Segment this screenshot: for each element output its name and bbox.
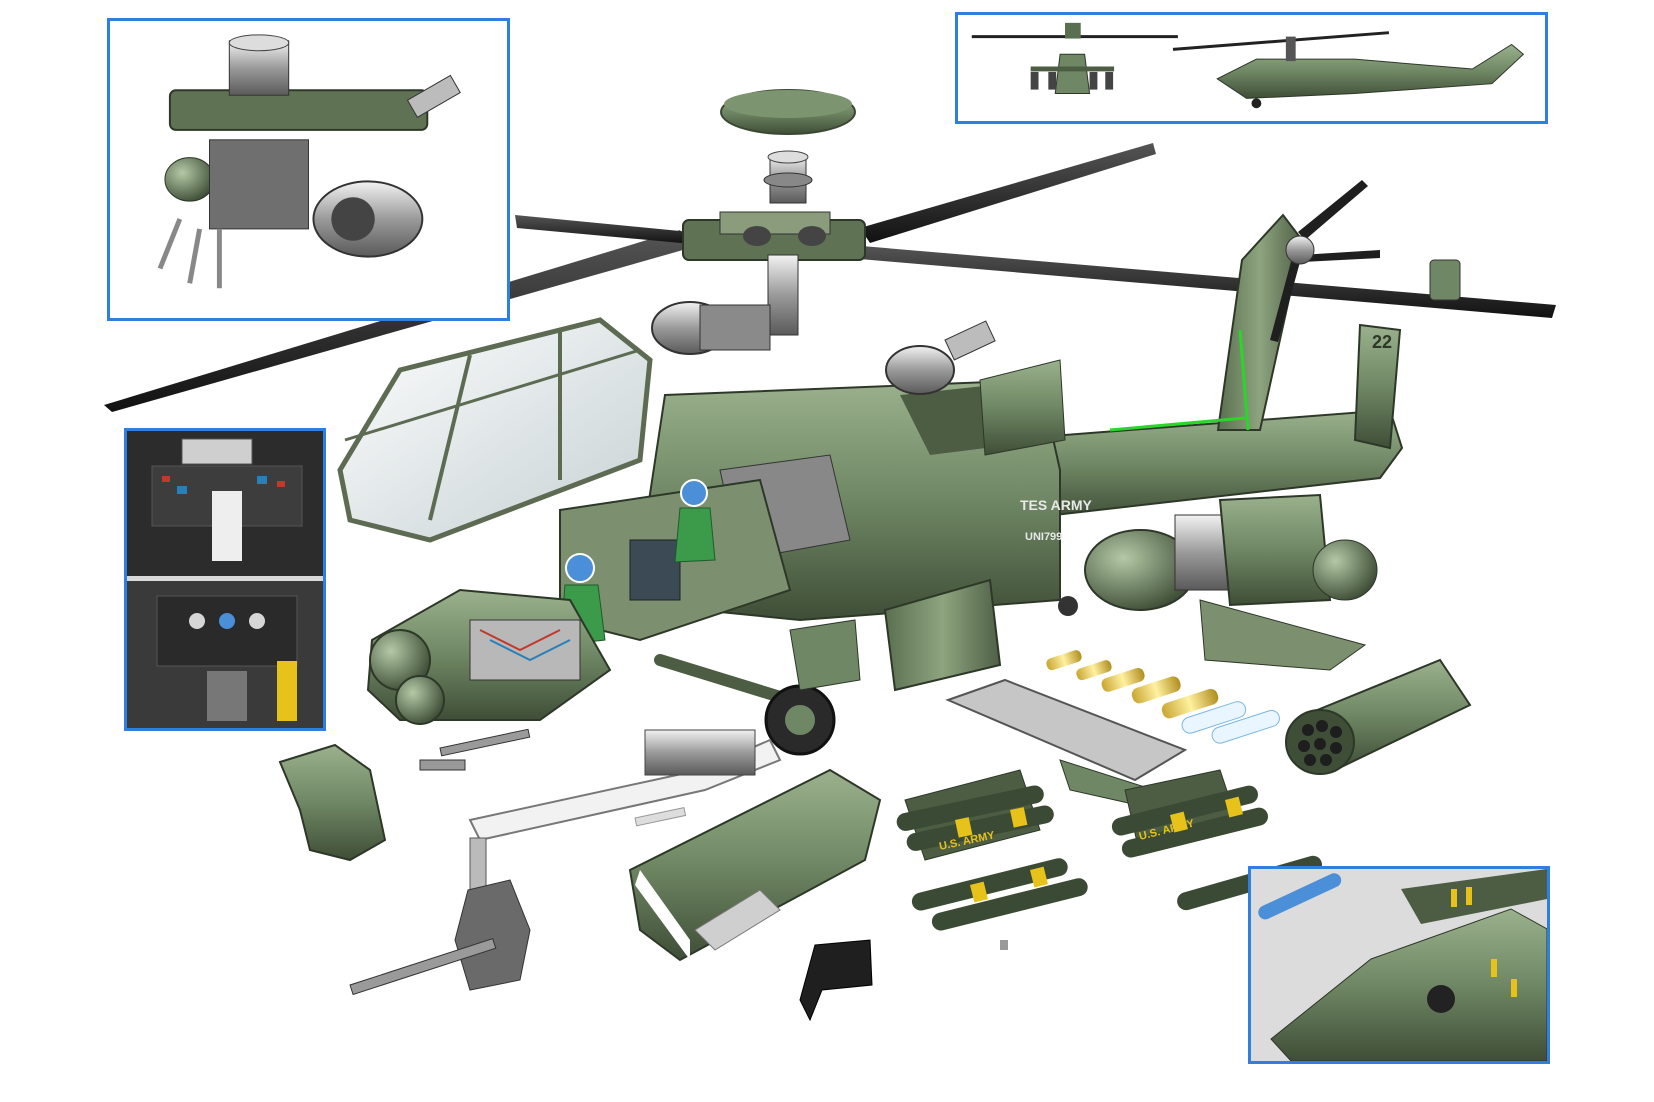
fairing-panel-left [278,743,387,862]
tail-number: 22 [1372,332,1392,352]
missile-rack-left: U.S. ARMY [896,769,1054,861]
front-side-views [971,22,1525,109]
landing-gear [654,654,836,756]
missile-rack-lower [911,858,1088,931]
small-access-panel [799,939,873,1022]
side-panels [789,359,1066,692]
engine-icon [651,301,996,395]
avionics-box [419,759,1008,950]
chain-gun [349,728,782,996]
equipment-bay-panel [628,768,882,962]
main-rotor-head [682,211,866,336]
nose-sensor-turret [366,588,612,725]
serial-marking: UNI799 [1025,531,1062,543]
ammo-rounds [1046,650,1280,744]
inset-cockpit-interiors [124,428,326,731]
rotor-mast-cap [720,89,856,135]
tail-boom: 22 [998,180,1461,522]
right-engine-nacelle [1058,493,1378,671]
fuselage-marking: TES ARMY [1020,497,1092,513]
cockpit-interiors [127,431,323,728]
inset-underside-view [1248,866,1550,1064]
main-rotor-blades [104,143,1556,412]
inset-rotor-head-detail [107,18,510,321]
underside-view [1251,869,1547,1061]
pilot-icon [559,479,716,646]
rotor-hub-icon [763,150,813,204]
rocket-pod-icon [1285,658,1472,775]
rotor-head-detail-view [110,21,507,318]
canopy [337,317,653,543]
inset-front-side-views [955,12,1548,124]
